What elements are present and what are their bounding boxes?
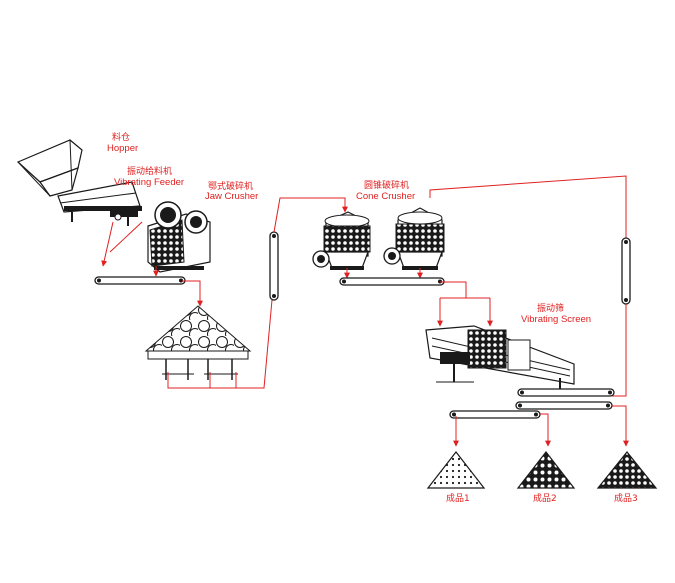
conveyor-belt-icon <box>339 277 445 286</box>
product-2-label: 成品2 <box>533 492 557 504</box>
feeder-label-en: Vibrating Feeder <box>114 177 184 188</box>
cone-crusher-icon <box>383 207 445 270</box>
conveyor-belt-icon <box>515 401 613 410</box>
feeder-label-zh: 振动给料机 <box>127 165 172 177</box>
cone-crusher-icon <box>312 211 371 270</box>
vibrating-screen-label-zh: 振动筛 <box>537 302 564 314</box>
conveyor-belt-icon <box>269 231 279 301</box>
product-3-label: 成品3 <box>614 492 638 504</box>
stockpile-icon <box>516 451 576 489</box>
stockpile-icon <box>596 451 658 489</box>
stockpile-icon <box>426 451 486 489</box>
conveyor-belt-icon <box>517 388 615 397</box>
conveyor-belt-icon <box>94 276 186 285</box>
jaw-crusher-label-zh: 鄂式破碎机 <box>208 180 253 192</box>
cone-crusher-label-zh: 圆锥破碎机 <box>364 179 409 191</box>
vibrating-screen-label-en: Vibrating Screen <box>521 314 591 325</box>
hopper-label-zh: 料仓 <box>112 131 130 143</box>
cone-crusher-label-en: Cone Crusher <box>356 191 415 202</box>
conveyor-belt-icon <box>621 237 631 305</box>
jaw-crusher-icon <box>147 201 211 273</box>
jaw-crusher-label-en: Jaw Crusher <box>205 191 258 202</box>
product-1-label: 成品1 <box>446 492 470 504</box>
hopper-icon <box>16 139 83 197</box>
hopper-label-en: Hopper <box>107 143 138 154</box>
conveyor-belt-icon <box>449 410 541 419</box>
sorting-screen-icon <box>144 305 252 380</box>
vibrating-feeder-icon <box>57 181 142 226</box>
vibrating-screen-icon <box>425 325 578 393</box>
